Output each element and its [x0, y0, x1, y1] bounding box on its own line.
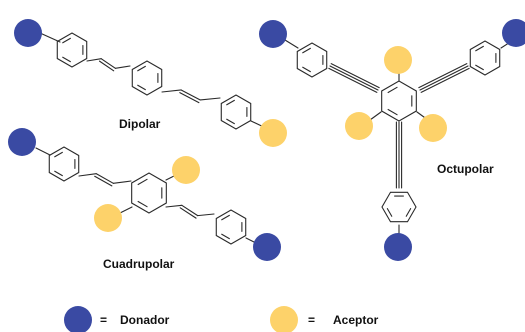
octu-core-ring	[381, 80, 417, 122]
quad-ring-3	[215, 209, 247, 245]
quad-donor-dot-1	[8, 128, 36, 156]
octu-ring-left-double-bond	[302, 66, 311, 73]
octupolar-label: Octupolar	[437, 162, 494, 176]
octu-ring-right-double-bond	[475, 45, 484, 52]
quad-vinylene-2	[165, 204, 183, 208]
quad-donor-bond	[35, 147, 51, 156]
quad-ring-1	[48, 146, 80, 182]
dipolar-vinylene-2	[199, 97, 221, 101]
quad-acceptor-dot-1	[172, 156, 200, 184]
octu-alkyne-right	[420, 67, 470, 93]
dipolar-vinylene-1	[114, 65, 131, 69]
quad-vinylene-2-double	[179, 207, 197, 219]
octu-ring-right-double-bond	[475, 64, 484, 71]
octu-core-ring-double-bond	[387, 86, 398, 94]
quad-ring-3-double-bond	[221, 233, 230, 240]
octu-ring-bottom	[381, 191, 417, 223]
quad-donor-dot-2	[253, 233, 281, 261]
octu-acceptor-dot-left	[345, 112, 373, 140]
quad-vinylene-1	[95, 173, 114, 184]
octu-donor-dot-right	[502, 19, 525, 47]
octu-acceptor-bond-left	[369, 111, 382, 121]
dipolar-acceptor-dot	[259, 119, 287, 147]
legend-donor-label: Donador	[120, 313, 170, 327]
quad-vinylene-2	[197, 213, 215, 217]
legend-acceptor-dot	[270, 306, 298, 332]
dipolar-vinylene-1	[86, 58, 102, 62]
dipolar-ring-2-double-bond	[137, 84, 146, 91]
octu-ring-bottom-double-bond	[386, 208, 393, 217]
octu-core-ring-double-bond	[387, 108, 398, 116]
octu-donor-dot-left	[259, 20, 287, 48]
quad-acceptor-dot-2	[94, 204, 122, 232]
quad-ring-1-double-bond	[54, 170, 63, 177]
octu-ring-right	[469, 40, 501, 76]
dipolar-donor-dot	[14, 19, 42, 47]
dipolar-ring-1-double-bond	[62, 56, 71, 63]
quad-vinylene-1	[78, 173, 97, 177]
octu-acceptor-dot-top	[384, 46, 412, 74]
quad-ring-2-double-bond	[137, 178, 148, 186]
octu-alkyne-right	[418, 63, 468, 89]
octu-acceptor-dot-right	[419, 114, 447, 142]
octu-ring-left-double-bond	[302, 47, 311, 54]
legend-acceptor-equals: =	[308, 313, 316, 327]
dipolar-vinylene-1-double	[98, 60, 115, 72]
dipolar-vinylene-2	[161, 89, 182, 93]
legend-donor-dot	[64, 306, 92, 332]
dipolar-donor-bond	[39, 32, 61, 43]
quad-vinylene-1	[112, 180, 132, 184]
octu-alkyne-left	[328, 67, 378, 93]
octu-alkyne-left	[330, 63, 380, 89]
dipolar-ring-3-double-bond	[226, 99, 235, 106]
dipolar-ring-2	[131, 60, 163, 96]
dipolar-ring-1-double-bond	[62, 37, 71, 44]
dipolar-ring-3-double-bond	[226, 118, 235, 125]
dipolar-vinylene-2	[180, 89, 201, 101]
dipolar-ring-1	[56, 32, 88, 68]
dipolar-vinylene-1	[100, 58, 116, 69]
octu-alkyne-right	[419, 65, 469, 91]
octu-ring-left	[296, 42, 328, 78]
quad-vinylene-1-double	[94, 175, 113, 187]
dipolar-label: Dipolar	[119, 117, 161, 131]
quad-ring-2-double-bond	[137, 200, 148, 208]
quad-ring-2	[131, 172, 167, 214]
legend-donor-equals: =	[100, 313, 108, 327]
quad-ring-3-double-bond	[221, 214, 230, 221]
quad-acceptor-bond-2	[119, 206, 133, 214]
octu-ring-bottom-double-bond	[405, 208, 412, 217]
dipolar-ring-3	[220, 94, 252, 130]
dipolar-ring-2-double-bond	[137, 65, 146, 72]
quad-vinylene-2	[181, 204, 199, 217]
octu-donor-bond-left	[284, 39, 299, 49]
octu-donor-dot-bottom	[384, 233, 412, 261]
octu-alkyne-left	[329, 65, 379, 91]
legend-acceptor-label: Aceptor	[333, 313, 379, 327]
quadrupolar-label: Cuadrupolar	[103, 257, 175, 271]
quad-ring-1-double-bond	[54, 151, 63, 158]
dipolar-vinylene-2-double	[179, 92, 200, 104]
